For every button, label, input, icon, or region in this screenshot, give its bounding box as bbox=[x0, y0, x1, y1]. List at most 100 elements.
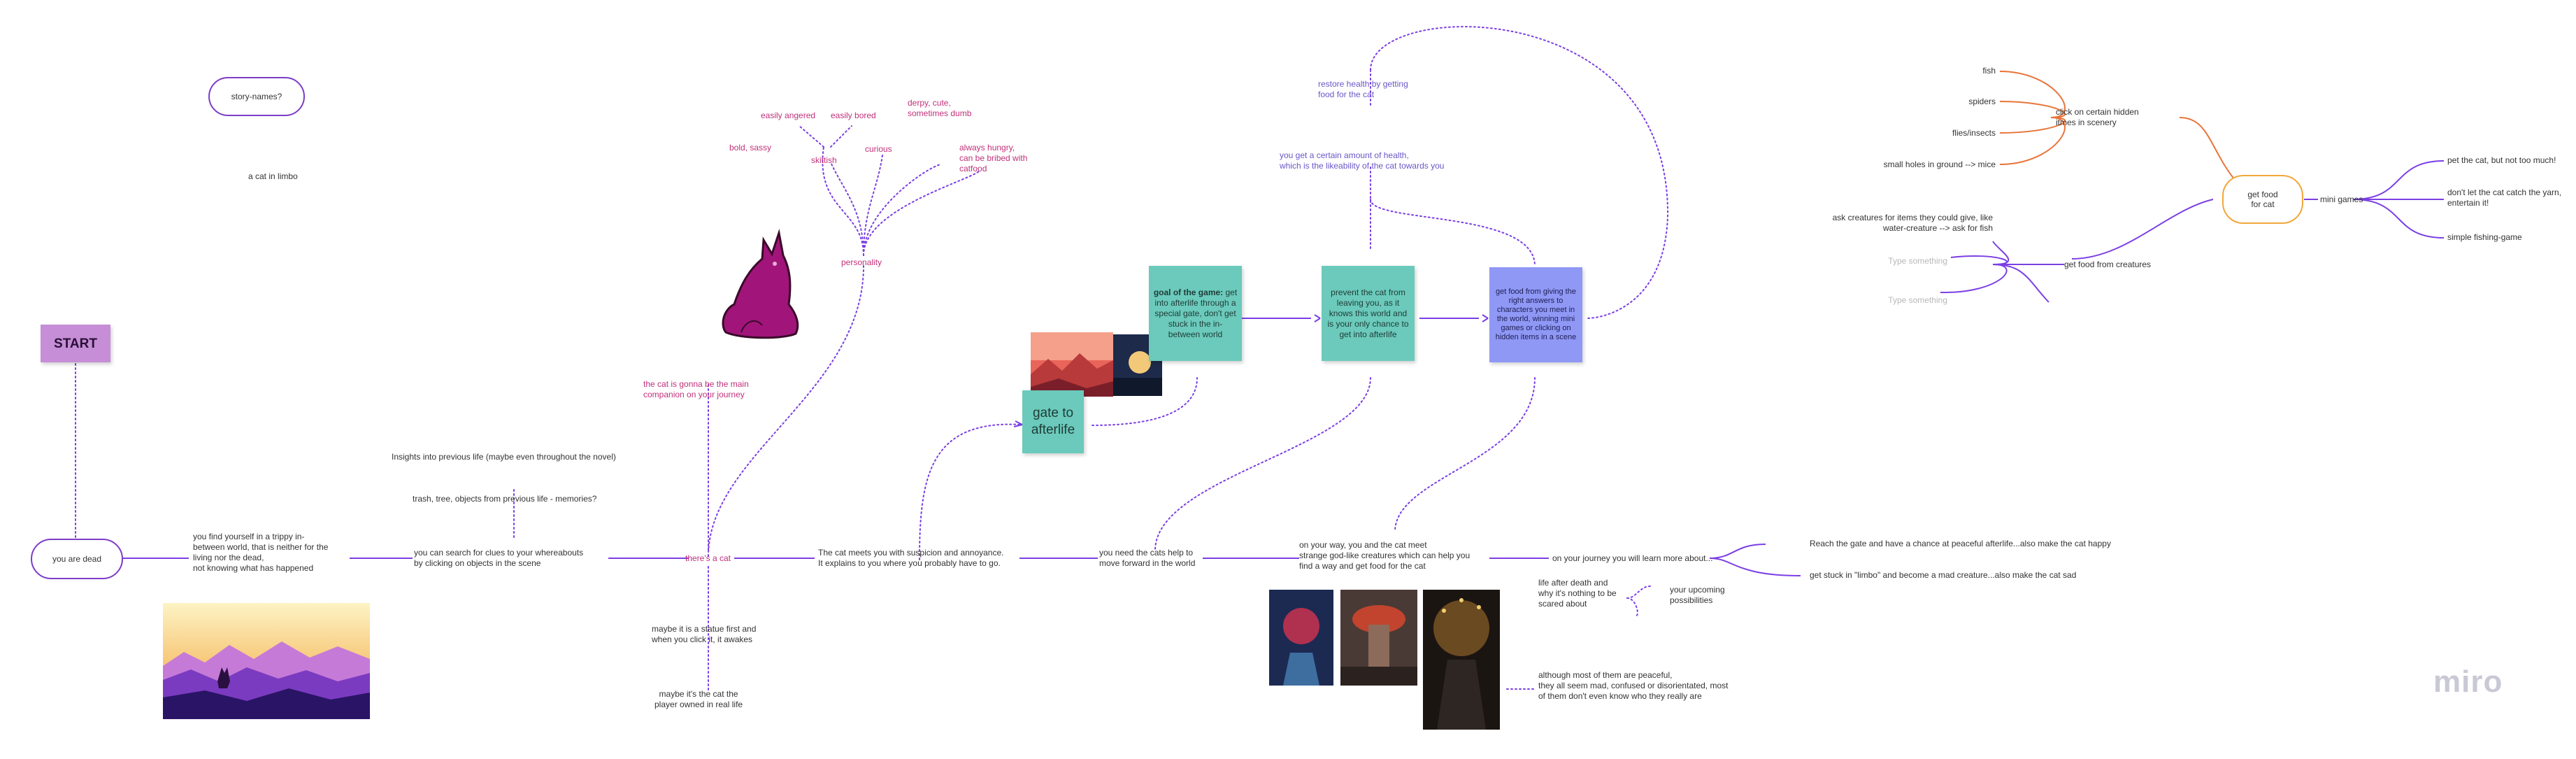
insights-text: Insights into previous life (maybe even … bbox=[392, 452, 616, 462]
theres-a-cat-text: there's a cat bbox=[685, 553, 731, 563]
upcoming-line: possibilities bbox=[1670, 595, 1713, 605]
companion-line: companion on your journey bbox=[643, 390, 745, 399]
intro-line: living nor the dead, bbox=[193, 553, 264, 562]
owned-text: maybe it's the cat the player owned in r… bbox=[654, 689, 743, 710]
health-line: you get a certain amount of health, bbox=[1280, 150, 1409, 160]
peaceful-line: although most of them are peaceful, bbox=[1538, 670, 1673, 680]
landscape-illustration bbox=[163, 603, 370, 719]
story-name-option: a cat in limbo bbox=[248, 171, 298, 181]
hidden-item-fish: fish bbox=[1982, 66, 1996, 76]
hidden-item-spiders: spiders bbox=[1968, 97, 1996, 106]
statue-line: when you click it, it awakes bbox=[652, 634, 753, 644]
life-after-death-text: life after death and why it's nothing to… bbox=[1538, 578, 1617, 609]
get-food-for-cat-node[interactable]: get food for cat bbox=[2222, 175, 2303, 224]
onway-line: strange god-like creatures which can hel… bbox=[1299, 551, 1471, 560]
need-help-text: you need the cats help to move forward i… bbox=[1099, 548, 1195, 569]
gate-to-afterlife-note[interactable]: gate to afterlife bbox=[1022, 390, 1084, 453]
start-note[interactable]: START bbox=[41, 325, 110, 362]
search-line: by clicking on objects in the scene bbox=[414, 558, 541, 568]
yarn-line: don't let the cat catch the yarn, bbox=[2447, 187, 2562, 197]
get-food-line: get food bbox=[2247, 190, 2278, 199]
restore-health-text: restore health by getting food for the c… bbox=[1318, 79, 1408, 100]
you-are-dead-node[interactable]: you are dead bbox=[31, 539, 123, 579]
onway-line: on your way, you and the cat meet bbox=[1299, 540, 1427, 550]
owned-line: maybe it's the cat the bbox=[659, 689, 738, 699]
meets-line: The cat meets you with suspicion and ann… bbox=[818, 548, 1004, 558]
trash-text: trash, tree, objects from previous life … bbox=[413, 494, 597, 504]
trait-line: derpy, cute, bbox=[908, 98, 951, 108]
hidden-line: itmes in scenery bbox=[2056, 118, 2117, 127]
upcoming-line: your upcoming bbox=[1670, 585, 1725, 595]
get-food-line: for cat bbox=[2251, 199, 2275, 209]
companion-line: the cat is gonna be the main bbox=[643, 379, 749, 389]
ending-happy-text: Reach the gate and have a chance at peac… bbox=[1810, 539, 2111, 548]
statue-text: maybe it is a statue first and when you … bbox=[652, 624, 756, 645]
search-line: you can search for clues to your whereab… bbox=[414, 548, 584, 558]
trait-line: sometimes dumb bbox=[908, 108, 972, 118]
trait-line: catfood bbox=[959, 164, 987, 173]
ending-sad-text: get stuck in "limbo" and become a mad cr… bbox=[1810, 570, 2077, 580]
gate-line: gate to bbox=[1032, 406, 1074, 420]
creature-picture-1 bbox=[1269, 590, 1333, 686]
mini-games-text: mini games bbox=[2320, 194, 2363, 204]
life-line: life after death and bbox=[1538, 578, 1608, 588]
hidden-item-flies: flies/insects bbox=[1952, 128, 1996, 138]
ask-creatures-text: ask creatures for items they could give,… bbox=[1790, 213, 1993, 234]
goal-heading: goal of the game: bbox=[1153, 287, 1224, 297]
companion-text: the cat is gonna be the main companion o… bbox=[643, 379, 749, 400]
creature-image-3 bbox=[1423, 590, 1500, 730]
trait-curious: curious bbox=[865, 144, 892, 154]
food-giving-text: get food from giving the right answers t… bbox=[1495, 288, 1577, 341]
learn-more-text: on your journey you will learn more abou… bbox=[1552, 553, 1713, 563]
hidden-item-mice: small holes in ground --> mice bbox=[1883, 159, 1996, 169]
creatures-peaceful-text: although most of them are peaceful, they… bbox=[1538, 670, 1728, 702]
on-your-way-text: on your way, you and the cat meet strang… bbox=[1299, 540, 1470, 572]
yarn-line: entertain it! bbox=[2447, 198, 2489, 208]
trait-bold-sassy: bold, sassy bbox=[729, 143, 772, 152]
life-line: why it's nothing to be bbox=[1538, 588, 1617, 598]
food-giving-note[interactable]: get food from giving the right answers t… bbox=[1489, 267, 1582, 362]
intro-line: between world, that is neither for the bbox=[193, 542, 329, 552]
trait-skittish: skittish bbox=[811, 155, 837, 165]
hidden-line: click on certain hidden bbox=[2056, 107, 2139, 117]
goal-text: get into afterlife through a special gat… bbox=[1154, 287, 1238, 339]
need-help-line: move forward in the world bbox=[1099, 558, 1196, 568]
restore-line: restore health by getting bbox=[1318, 79, 1408, 89]
onway-line: find a way and get food for the cat bbox=[1299, 561, 1426, 571]
life-line: scared about bbox=[1538, 599, 1587, 609]
red-landscape-image bbox=[1031, 332, 1113, 397]
red-landscape-picture bbox=[1031, 332, 1113, 397]
prevent-leaving-note[interactable]: prevent the cat from leaving you, as it … bbox=[1322, 266, 1415, 361]
mini-game-yarn: don't let the cat catch the yarn, entert… bbox=[2447, 187, 2561, 208]
gate-line: afterlife bbox=[1031, 423, 1075, 437]
ask-line: water-creature --> ask for fish bbox=[1882, 223, 1993, 233]
type-something-placeholder[interactable]: Type something bbox=[1888, 295, 1947, 305]
peaceful-line: of them don't even know who they really … bbox=[1538, 691, 1702, 701]
restore-line: food for the cat bbox=[1318, 90, 1375, 99]
miro-logo: miro bbox=[2433, 665, 2503, 699]
meets-line: It explains to you where you probably ha… bbox=[818, 558, 1001, 568]
intro-line: not knowing what has happened bbox=[193, 563, 314, 573]
creature-image-1 bbox=[1269, 590, 1333, 686]
health-line: which is the likeability of the cat towa… bbox=[1280, 161, 1445, 171]
landscape-picture bbox=[163, 603, 370, 719]
food-from-creatures-text: get food from creatures bbox=[2064, 260, 2152, 269]
need-help-line: you need the cats help to bbox=[1099, 548, 1194, 558]
creature-image-2 bbox=[1340, 590, 1417, 686]
story-names-node[interactable]: story-names? bbox=[208, 77, 305, 116]
type-something-placeholder[interactable]: Type something bbox=[1888, 256, 1947, 266]
upcoming-possibilities-text: your upcoming possibilities bbox=[1670, 585, 1725, 606]
trait-line: always hungry, bbox=[959, 143, 1015, 152]
goal-of-game-note[interactable]: goal of the game: get into afterlife thr… bbox=[1149, 266, 1242, 361]
creature-picture-2 bbox=[1340, 590, 1417, 686]
peaceful-line: they all seem mad, confused or disorient… bbox=[1538, 681, 1729, 690]
cat-drawing bbox=[713, 227, 803, 343]
health-text: you get a certain amount of health, whic… bbox=[1280, 150, 1444, 171]
ask-line: ask creatures for items they could give,… bbox=[1832, 213, 1993, 222]
hidden-items-text: click on certain hidden itmes in scenery bbox=[2056, 107, 2139, 128]
creature-picture-3 bbox=[1423, 590, 1500, 730]
trait-always-hungry: always hungry, can be bribed with catfoo… bbox=[959, 143, 1027, 174]
cat-meets-text: The cat meets you with suspicion and ann… bbox=[818, 548, 1004, 569]
